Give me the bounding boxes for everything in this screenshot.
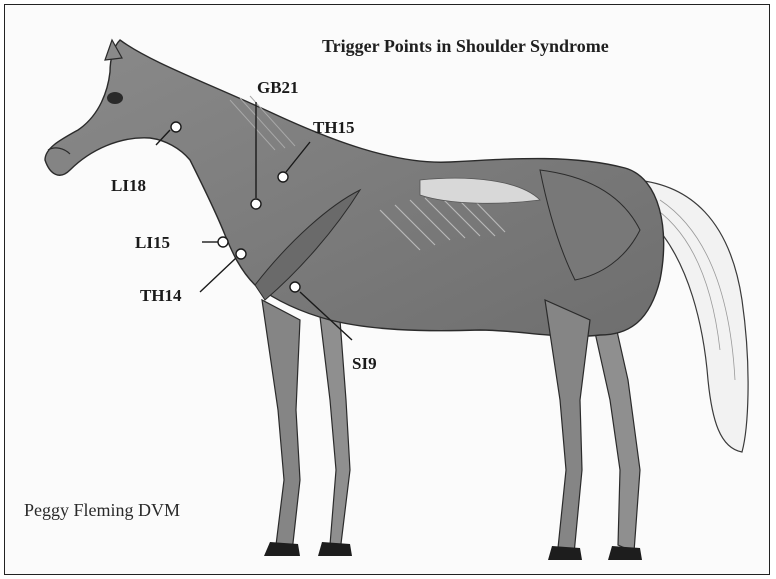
label-si9: SI9 bbox=[352, 354, 377, 374]
near-front-leg bbox=[262, 300, 300, 552]
label-th14: TH14 bbox=[140, 286, 182, 306]
credit-text: Peggy Fleming DVM bbox=[24, 500, 180, 521]
label-gb21: GB21 bbox=[257, 78, 299, 98]
point-si9 bbox=[290, 282, 300, 292]
point-li18 bbox=[171, 122, 181, 132]
near-hind-leg bbox=[545, 300, 590, 554]
diagram-title: Trigger Points in Shoulder Syndrome bbox=[322, 36, 609, 57]
label-th15: TH15 bbox=[313, 118, 355, 138]
label-li18: LI18 bbox=[111, 176, 146, 196]
leader-th14 bbox=[200, 258, 236, 292]
point-li15 bbox=[218, 237, 228, 247]
far-front-leg bbox=[318, 300, 350, 552]
label-li15: LI15 bbox=[135, 233, 170, 253]
point-gb21 bbox=[251, 199, 261, 209]
far-hind-leg bbox=[590, 300, 640, 552]
point-th14 bbox=[236, 249, 246, 259]
point-th15 bbox=[278, 172, 288, 182]
